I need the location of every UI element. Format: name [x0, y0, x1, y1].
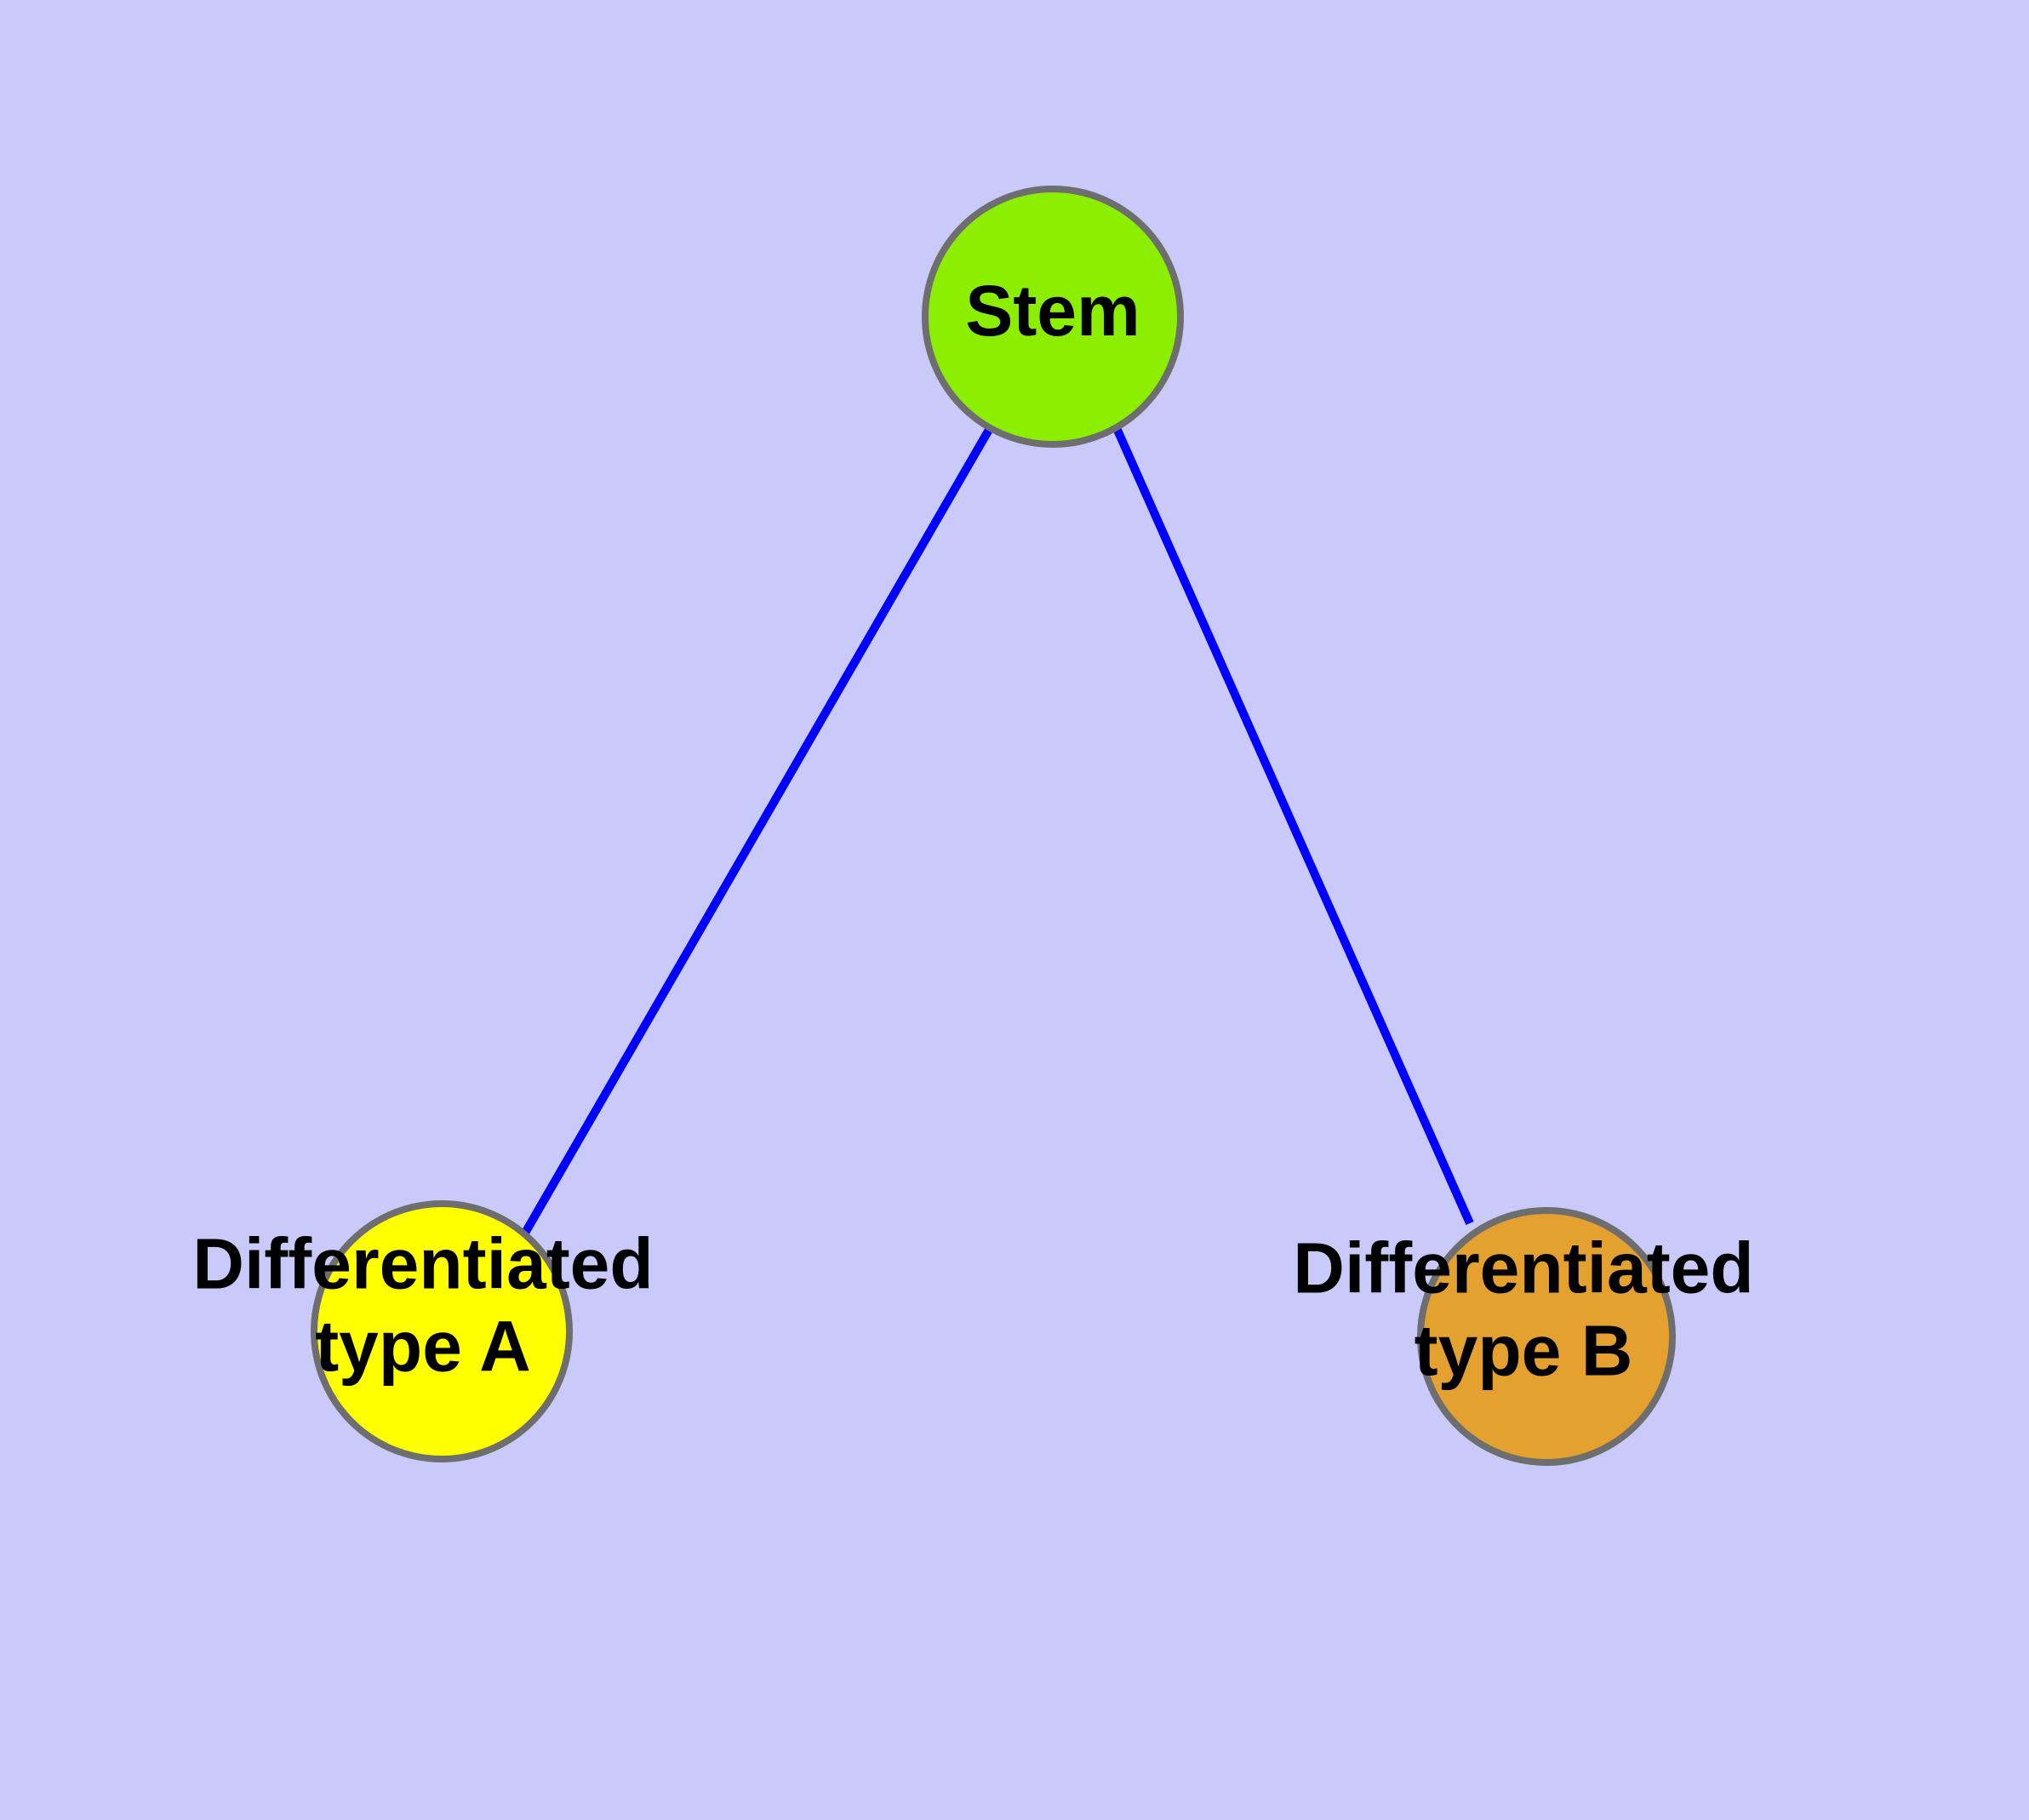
node-label-line: Differentiated — [1293, 1228, 1753, 1308]
edge-stem-to-differentiated-type-b[interactable] — [1112, 426, 1474, 1226]
edge-stem-to-differentiated-type-a[interactable] — [520, 426, 994, 1237]
node-label-line: type A — [315, 1307, 531, 1387]
node-label-line: type B — [1415, 1311, 1633, 1391]
nodes-layer — [311, 186, 1676, 1466]
node-label-line: Stem — [965, 271, 1140, 351]
node-label-stem: Stem — [965, 271, 1140, 351]
node-differentiated-type-b[interactable] — [1417, 1207, 1676, 1466]
node-label-line: Differentiated — [192, 1223, 653, 1303]
node-differentiated-type-a[interactable] — [311, 1200, 573, 1462]
edges-layer — [520, 426, 1474, 1237]
node-stem[interactable] — [922, 186, 1184, 448]
